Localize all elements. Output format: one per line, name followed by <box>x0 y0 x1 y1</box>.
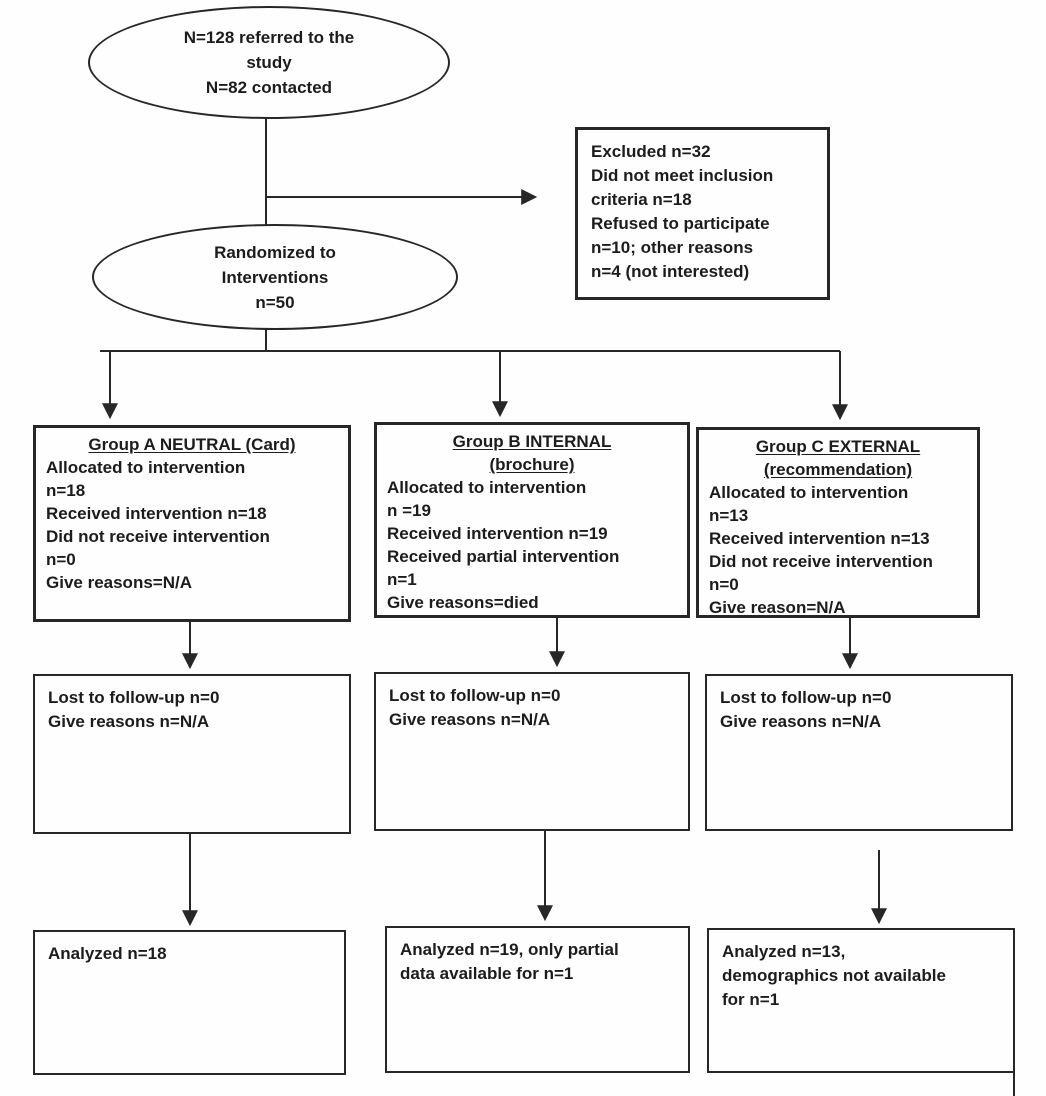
group-b-box: Group B INTERNAL (brochure) Allocated to… <box>374 422 690 618</box>
group-a-box: Group A NEUTRAL (Card) Allocated to inte… <box>33 425 351 622</box>
followup-c-text: Lost to follow-up n=0 Give reasons n=N/A <box>720 688 892 731</box>
analyzed-a-text: Analyzed n=18 <box>48 944 167 963</box>
group-a-body: Allocated to intervention n=18 Received … <box>46 458 270 592</box>
referred-text: N=128 referred to the study N=82 contact… <box>183 28 355 97</box>
excluded-box: Excluded n=32 Did not meet inclusion cri… <box>575 127 830 300</box>
excluded-text: Excluded n=32 Did not meet inclusion cri… <box>591 142 774 281</box>
group-b-title: Group B INTERNAL (brochure) <box>452 432 612 474</box>
group-c-body: Allocated to intervention n=13 Received … <box>709 483 933 617</box>
referred-ellipse: N=128 referred to the study N=82 contact… <box>88 6 450 119</box>
randomized-ellipse: Randomized to Interventions n=50 <box>92 224 458 330</box>
analyzed-c-box: Analyzed n=13, demographics not availabl… <box>707 928 1015 1073</box>
followup-a-text: Lost to follow-up n=0 Give reasons n=N/A <box>48 688 220 731</box>
group-c-box: Group C EXTERNAL (recommendation) Alloca… <box>696 427 980 618</box>
group-c-title: Group C EXTERNAL (recommendation) <box>755 437 921 479</box>
randomized-text: Randomized to Interventions n=50 <box>214 242 336 312</box>
group-b-body: Allocated to intervention n =19 Received… <box>387 478 620 612</box>
analyzed-b-box: Analyzed n=19, only partial data availab… <box>385 926 690 1073</box>
followup-c-box: Lost to follow-up n=0 Give reasons n=N/A <box>705 674 1013 831</box>
group-a-title: Group A NEUTRAL (Card) <box>88 435 296 454</box>
analyzed-b-text: Analyzed n=19, only partial data availab… <box>400 940 619 983</box>
analyzed-c-text: Analyzed n=13, demographics not availabl… <box>722 942 946 1009</box>
followup-b-box: Lost to follow-up n=0 Give reasons n=N/A <box>374 672 690 831</box>
followup-a-box: Lost to follow-up n=0 Give reasons n=N/A <box>33 674 351 834</box>
analyzed-a-box: Analyzed n=18 <box>33 930 346 1075</box>
followup-b-text: Lost to follow-up n=0 Give reasons n=N/A <box>389 686 561 729</box>
